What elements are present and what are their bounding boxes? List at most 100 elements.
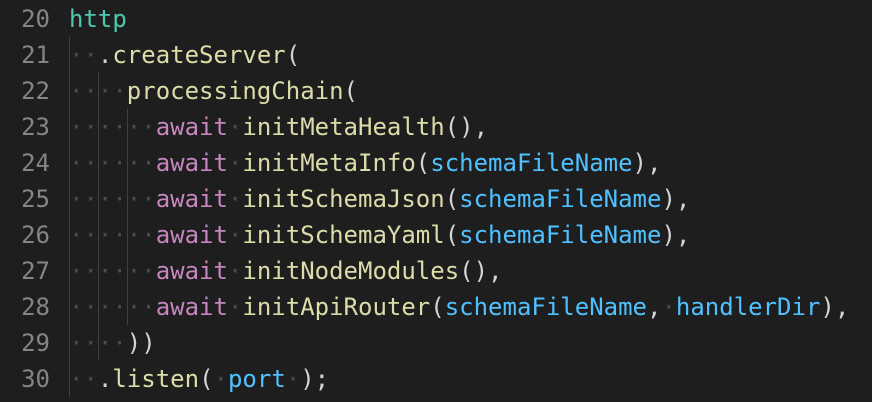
indent-whitespace: ·· — [69, 365, 98, 393]
code-line[interactable]: 25 ······await·initSchemaJson(schemaFileN… — [0, 181, 872, 217]
code-token: initSchemaYaml — [242, 221, 445, 249]
indent-guide — [69, 289, 70, 325]
code-line[interactable]: 22 ····processingChain( — [0, 73, 872, 109]
code-token: ), — [661, 221, 691, 249]
code-line[interactable]: 24 ······await·initMetaInfo(schemaFileNam… — [0, 145, 872, 181]
code-token: ( — [415, 149, 431, 177]
indent-whitespace: ·· — [69, 41, 98, 69]
whitespace-marker: · — [227, 221, 243, 249]
indent-guide — [69, 253, 70, 289]
indent-guide — [69, 361, 70, 397]
whitespace-marker: · — [227, 293, 243, 321]
code-token: ), — [820, 293, 850, 321]
code-token: await — [155, 113, 228, 141]
code-token: ( — [444, 221, 460, 249]
code-token: ( — [285, 41, 301, 69]
code-token: , — [647, 293, 662, 321]
line-number: 29 — [21, 329, 50, 357]
code-token: schemaFileName — [459, 221, 662, 249]
indent-whitespace: ······ — [69, 257, 156, 285]
indent-guide — [126, 253, 128, 289]
line-number: 28 — [21, 293, 50, 321]
code-token: createServer — [112, 41, 286, 69]
code-token: handlerDir — [675, 293, 821, 321]
code-token: schemaFileName — [444, 293, 647, 321]
line-number: 26 — [21, 221, 50, 249]
indent-guide — [97, 289, 99, 325]
line-number: 25 — [21, 185, 50, 213]
code-token: ( — [343, 77, 358, 105]
indent-guide — [126, 109, 128, 145]
code-token: listen — [112, 365, 200, 393]
code-line[interactable]: 29 ····)) — [0, 325, 872, 361]
indent-whitespace: ······ — [69, 149, 156, 177]
indent-guide — [97, 217, 99, 253]
indent-guide — [97, 73, 99, 109]
code-content: ······await·initSchemaYaml(schemaFileNam… — [69, 217, 690, 253]
code-token: http — [69, 5, 127, 33]
whitespace-marker: · — [227, 149, 243, 177]
code-token: initSchemaJson — [242, 185, 445, 213]
code-token: ), — [661, 185, 691, 213]
code-line[interactable]: 26 ······await·initSchemaYaml(schemaFileN… — [0, 217, 872, 253]
code-token: port — [227, 365, 286, 393]
indent-whitespace: ······ — [69, 293, 156, 321]
indent-guide — [126, 217, 128, 253]
whitespace-marker: · — [661, 293, 676, 321]
indent-guide — [126, 145, 128, 181]
code-line[interactable]: 27······await·initNodeModules(), — [0, 253, 872, 289]
line-number: 27 — [21, 257, 50, 285]
code-content: ····)) — [69, 325, 156, 361]
indent-whitespace: ···· — [69, 77, 127, 105]
line-number: 22 — [21, 77, 50, 105]
indent-guide — [69, 109, 70, 145]
indent-whitespace: ···· — [69, 329, 127, 357]
line-number: 23 — [21, 113, 50, 141]
code-line[interactable]: 21··.createServer( — [0, 37, 872, 73]
indent-guide — [69, 217, 70, 253]
code-token: await — [155, 149, 228, 177]
indent-guide — [97, 145, 99, 181]
code-token: initMetaHealth — [242, 113, 445, 141]
code-token: await — [155, 257, 228, 285]
code-content: http — [69, 1, 127, 37]
whitespace-marker: · — [285, 365, 301, 393]
code-token: initApiRouter — [242, 293, 431, 321]
code-token: await — [155, 293, 228, 321]
code-line[interactable]: 28······await·initApiRouter(schemaFileNa… — [0, 289, 872, 325]
code-token: await — [155, 221, 228, 249]
indent-guide — [97, 325, 99, 361]
indent-guide — [69, 325, 70, 361]
code-token: ( — [444, 185, 460, 213]
code-content: ······await·initMetaHealth(), — [69, 109, 488, 145]
code-token: initNodeModules — [242, 257, 460, 285]
code-token: initMetaInfo — [242, 149, 416, 177]
indent-whitespace: ······ — [69, 185, 156, 213]
code-content: ······await·initMetaInfo(schemaFileName)… — [69, 145, 661, 181]
line-number: 24 — [21, 149, 50, 177]
indent-guide — [97, 181, 99, 217]
code-content: ··.listen(·port·); — [69, 361, 329, 397]
code-token: processingChain — [126, 77, 344, 105]
whitespace-marker: · — [227, 185, 243, 213]
code-token: schemaFileName — [430, 149, 633, 177]
indent-guide — [69, 145, 70, 181]
line-number: 30 — [21, 365, 50, 393]
indent-guide — [97, 253, 99, 289]
code-content: ······await·initApiRouter(schemaFileName… — [69, 289, 849, 325]
code-token: ), — [632, 149, 662, 177]
code-token: )) — [126, 329, 156, 357]
code-line[interactable]: 30 ··.listen(·port·); — [0, 361, 872, 397]
code-token: . — [97, 365, 113, 393]
indent-guide — [69, 37, 70, 73]
code-token: schemaFileName — [459, 185, 662, 213]
code-content: ····processingChain( — [69, 73, 358, 109]
whitespace-marker: · — [227, 113, 243, 141]
indent-guide — [97, 109, 99, 145]
code-line[interactable]: 23 ······await·initMetaHealth(), — [0, 109, 872, 145]
code-token: (), — [459, 257, 503, 285]
code-token: await — [155, 185, 228, 213]
indent-guide — [69, 73, 70, 109]
